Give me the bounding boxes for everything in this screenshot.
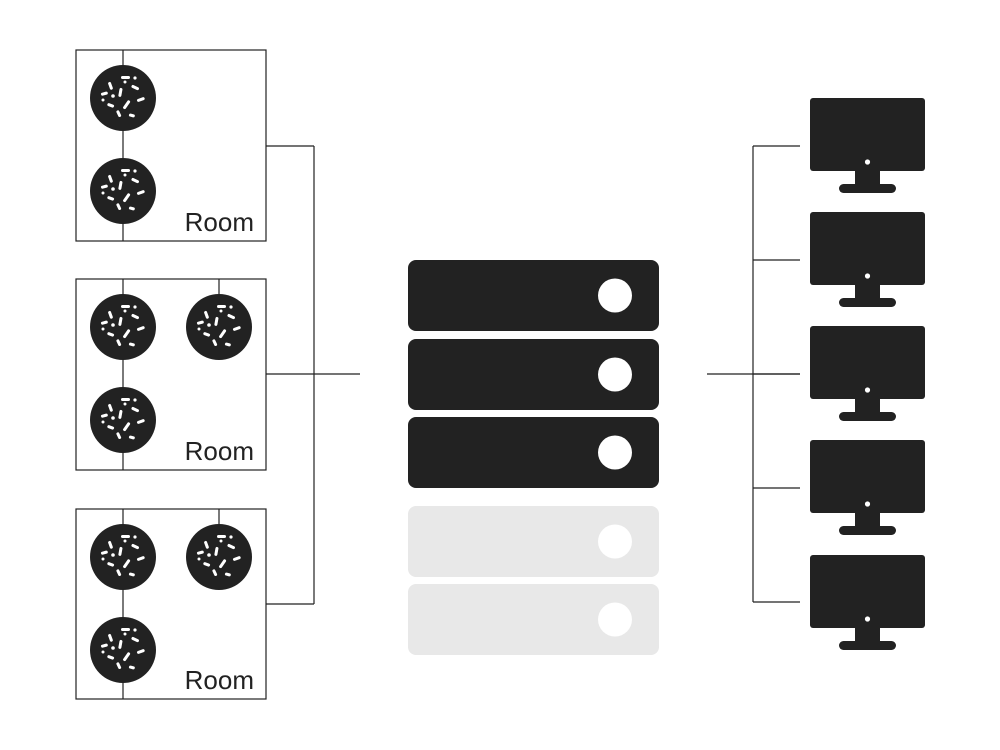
room-label: Room xyxy=(185,665,254,695)
connection-lines xyxy=(266,145,800,605)
server-unit xyxy=(408,260,659,331)
room-label: Room xyxy=(185,207,254,237)
speaker-icon xyxy=(90,294,156,360)
server-light-icon xyxy=(598,357,632,392)
speaker-icon xyxy=(90,158,156,224)
monitor-icon xyxy=(810,326,925,421)
room-box: Room xyxy=(75,508,267,700)
server-light-icon xyxy=(598,602,632,637)
server-light-icon xyxy=(598,435,632,470)
speaker-icon xyxy=(186,524,252,590)
speaker-icon xyxy=(90,524,156,590)
server-unit xyxy=(408,339,659,410)
speaker-icon xyxy=(90,617,156,683)
speaker-icon xyxy=(186,294,252,360)
room-box: Room xyxy=(75,278,267,471)
server-light-icon xyxy=(598,524,632,559)
monitor-icon xyxy=(810,440,925,535)
server-light-icon xyxy=(598,278,632,313)
monitor-icon xyxy=(810,98,925,193)
speaker-icon xyxy=(90,65,156,131)
server-unit xyxy=(408,417,659,488)
speaker-icon xyxy=(90,387,156,453)
monitor-icon xyxy=(810,555,925,650)
server-unit xyxy=(408,506,659,577)
room-box: Room xyxy=(75,49,267,242)
monitors-group xyxy=(810,98,925,650)
monitor-icon xyxy=(810,212,925,307)
server-rack-icon xyxy=(408,260,659,655)
room-label: Room xyxy=(185,436,254,466)
server-unit xyxy=(408,584,659,655)
